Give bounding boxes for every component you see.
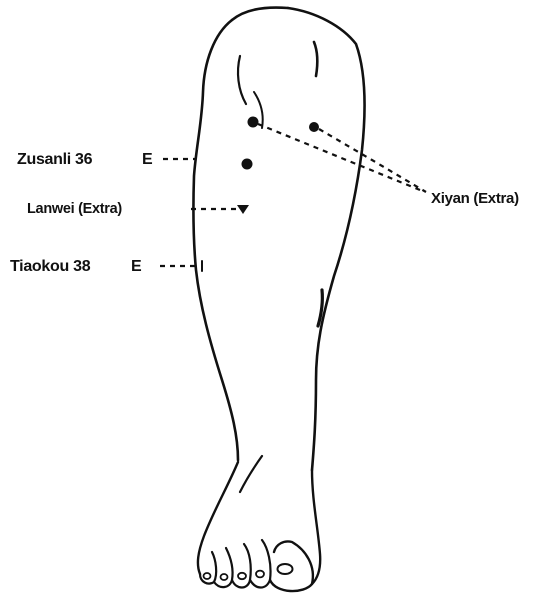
xiyan-medial-point (248, 117, 259, 128)
xiyan-lateral-point (309, 122, 319, 132)
patella-right-mark (314, 42, 317, 76)
knee-top (232, 8, 288, 21)
leg-left-contour (193, 20, 238, 460)
leg-drawing (193, 8, 364, 493)
zusanli-point (242, 159, 253, 170)
foot-drawing (198, 462, 320, 591)
toenail-5 (204, 573, 211, 579)
tiaokou-meridian-label: E (131, 258, 142, 275)
tiaokou-label: Tiaokou 38 (10, 258, 91, 275)
foot-right-contour (312, 470, 320, 584)
zusanli-label: Zusanli 36 (17, 151, 93, 168)
lanwei-point (237, 205, 249, 214)
ankle-fold (240, 456, 262, 492)
toenail-2 (256, 571, 264, 578)
xiyan-leader-medial (258, 124, 420, 190)
patella-left-curve (238, 56, 246, 104)
toenail-3 (238, 573, 246, 579)
xiyan-label: Xiyan (Extra) (431, 190, 519, 207)
toe-2 (250, 540, 271, 588)
toe-3 (232, 544, 251, 588)
labels: Zusanli 36 E Lanwei (Extra) Tiaokou 38 E… (10, 151, 519, 275)
toenail-big (278, 564, 293, 574)
toenail-4 (221, 574, 228, 580)
leader-lines (160, 124, 426, 271)
lanwei-label: Lanwei (Extra) (27, 201, 122, 217)
xiyan-leader-lateral (319, 129, 426, 192)
leg-right-contour (288, 8, 364, 470)
zusanli-meridian-label: E (142, 151, 153, 168)
foot-left-contour (198, 462, 238, 574)
